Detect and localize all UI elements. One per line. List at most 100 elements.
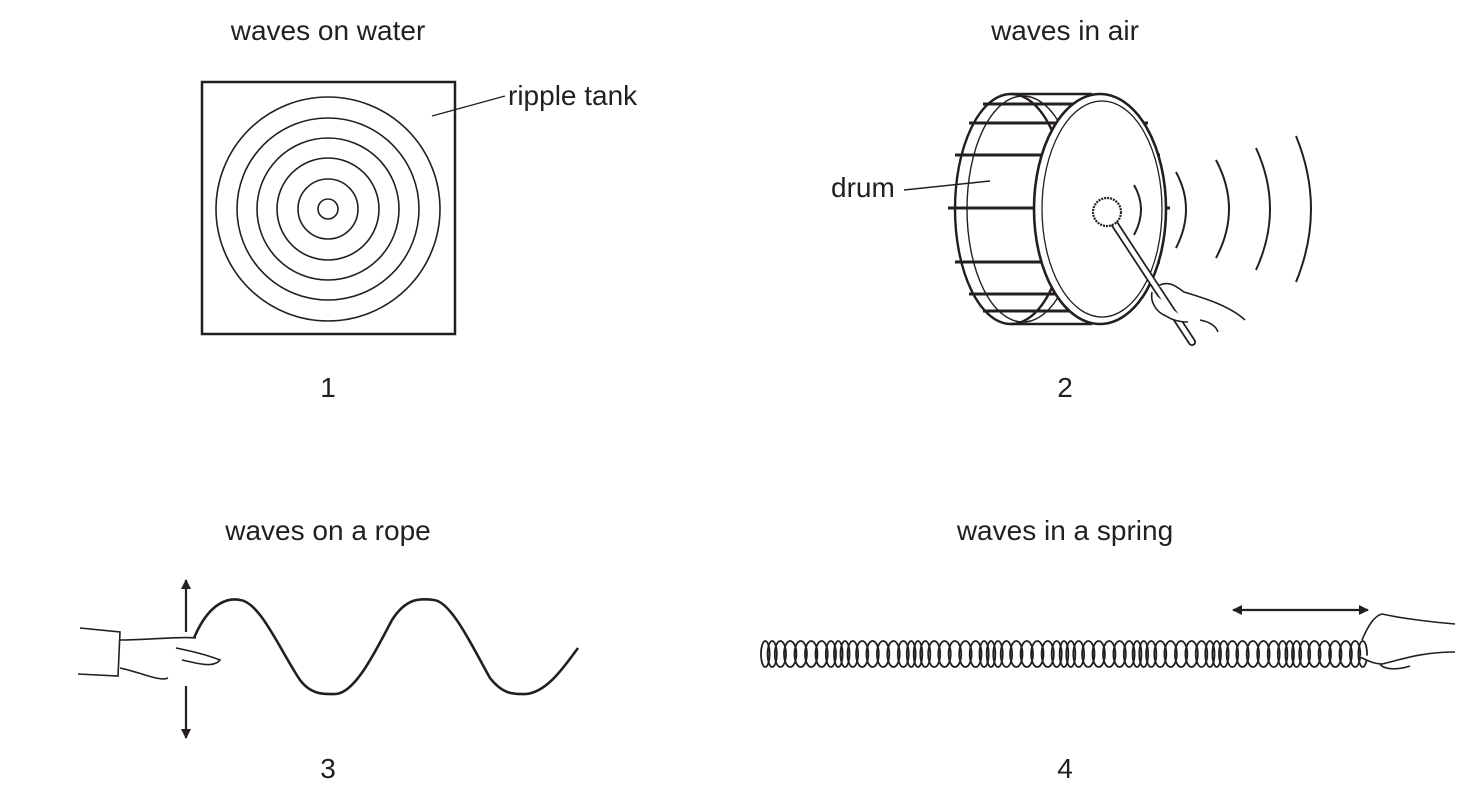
spring-coil — [1358, 641, 1367, 667]
spring-coil — [1021, 641, 1033, 667]
spring-coil — [1308, 641, 1320, 667]
spring-coil — [1205, 641, 1214, 667]
spring-coil — [1329, 641, 1341, 667]
spring-coil — [1196, 641, 1208, 667]
spring-wave — [761, 605, 1455, 669]
spring-coil — [1103, 641, 1115, 667]
spring-coil — [970, 641, 982, 667]
spring-coil — [761, 641, 770, 667]
spring-coil — [841, 641, 850, 667]
spring-coil — [1268, 641, 1280, 667]
spring-coil — [1340, 641, 1352, 667]
panel-4-number: 4 — [1057, 753, 1073, 784]
spring-coil — [1093, 641, 1105, 667]
ripple-circle — [318, 199, 338, 219]
spring-coil — [1073, 641, 1084, 667]
sound-wave-arc — [1216, 160, 1229, 258]
spring-coil — [1066, 641, 1075, 667]
ripple-circles — [216, 97, 440, 321]
spring-coil — [920, 641, 930, 667]
ripple-circle — [257, 138, 399, 280]
spring-coil — [1212, 641, 1221, 667]
spring-coil — [1247, 641, 1259, 667]
spring-coil — [1001, 641, 1012, 667]
spring-coil — [887, 641, 899, 667]
panel-2-number: 2 — [1057, 372, 1073, 403]
spring-coil — [1146, 641, 1156, 667]
spring-coil — [1285, 641, 1294, 667]
spring-coil — [1060, 641, 1069, 667]
spring-coil — [928, 641, 940, 667]
ripple-circle — [277, 158, 379, 260]
panel-2-title: waves in air — [991, 15, 1139, 46]
spring-coil — [898, 641, 909, 667]
spring-coil — [1257, 641, 1269, 667]
spring-coil — [1124, 641, 1135, 667]
spring-coil — [1227, 641, 1239, 667]
hand-icon — [1152, 284, 1245, 332]
spring-coil — [907, 641, 916, 667]
spring-coil — [805, 641, 817, 667]
spring-coil — [768, 641, 777, 667]
drum-leader-line — [904, 181, 990, 190]
spring-icon — [761, 641, 1367, 667]
spring-coil — [938, 641, 950, 667]
spring-coil — [1185, 641, 1197, 667]
spring-coil — [1164, 641, 1176, 667]
sound-wave-arc — [1176, 172, 1186, 248]
sound-wave-arc — [1256, 148, 1270, 270]
spring-coil — [877, 641, 889, 667]
spring-coil — [866, 641, 878, 667]
spring-coil — [1175, 641, 1187, 667]
rope-wave — [78, 579, 578, 739]
panel-1-number: 1 — [320, 372, 336, 403]
spring-coil — [987, 641, 996, 667]
spring-coil — [1278, 641, 1288, 667]
spring-coil — [856, 641, 868, 667]
spring-coil — [1154, 641, 1166, 667]
ripple-circle — [298, 179, 358, 239]
spring-coil — [1052, 641, 1062, 667]
spring-coil — [1236, 641, 1248, 667]
sound-wave-arc — [1134, 185, 1141, 235]
hand-icon — [1358, 614, 1455, 669]
spring-coil — [1133, 641, 1142, 667]
ripple-tank-outline — [202, 82, 455, 334]
spring-coil — [1139, 641, 1148, 667]
rope-icon — [194, 599, 578, 694]
panel-4-title: waves in a spring — [956, 515, 1174, 546]
spring-coil — [784, 641, 796, 667]
spring-coil — [914, 641, 923, 667]
spring-coil — [848, 641, 859, 667]
ripple-tank-leader-line — [432, 96, 505, 116]
spring-coil — [1292, 641, 1301, 667]
spring-coil — [1219, 641, 1229, 667]
ripple-circle — [237, 118, 419, 300]
drum — [904, 94, 1311, 342]
ripple-tank — [202, 82, 505, 334]
spring-coil — [1082, 641, 1094, 667]
sound-waves — [1134, 136, 1311, 282]
spring-coil — [775, 641, 786, 667]
spring-coil — [1350, 641, 1360, 667]
panel-1-title: waves on water — [230, 15, 426, 46]
spring-coil — [1010, 641, 1022, 667]
spring-coil — [826, 641, 836, 667]
ripple-circle — [216, 97, 440, 321]
spring-coil — [1113, 641, 1125, 667]
ripple-tank-label: ripple tank — [508, 80, 638, 111]
spring-coil — [816, 641, 828, 667]
spring-coil — [1042, 641, 1054, 667]
spring-coil — [1299, 641, 1310, 667]
spring-coil — [949, 641, 962, 667]
drum-label: drum — [831, 172, 895, 203]
panel-3-title: waves on a rope — [225, 515, 431, 546]
spring-coil — [834, 641, 843, 667]
drum-head — [1042, 101, 1162, 317]
hand-icon — [78, 628, 220, 679]
spring-coil — [959, 641, 971, 667]
spring-coil — [993, 641, 1002, 667]
spring-coil — [795, 641, 807, 667]
spring-coil — [1319, 641, 1331, 667]
